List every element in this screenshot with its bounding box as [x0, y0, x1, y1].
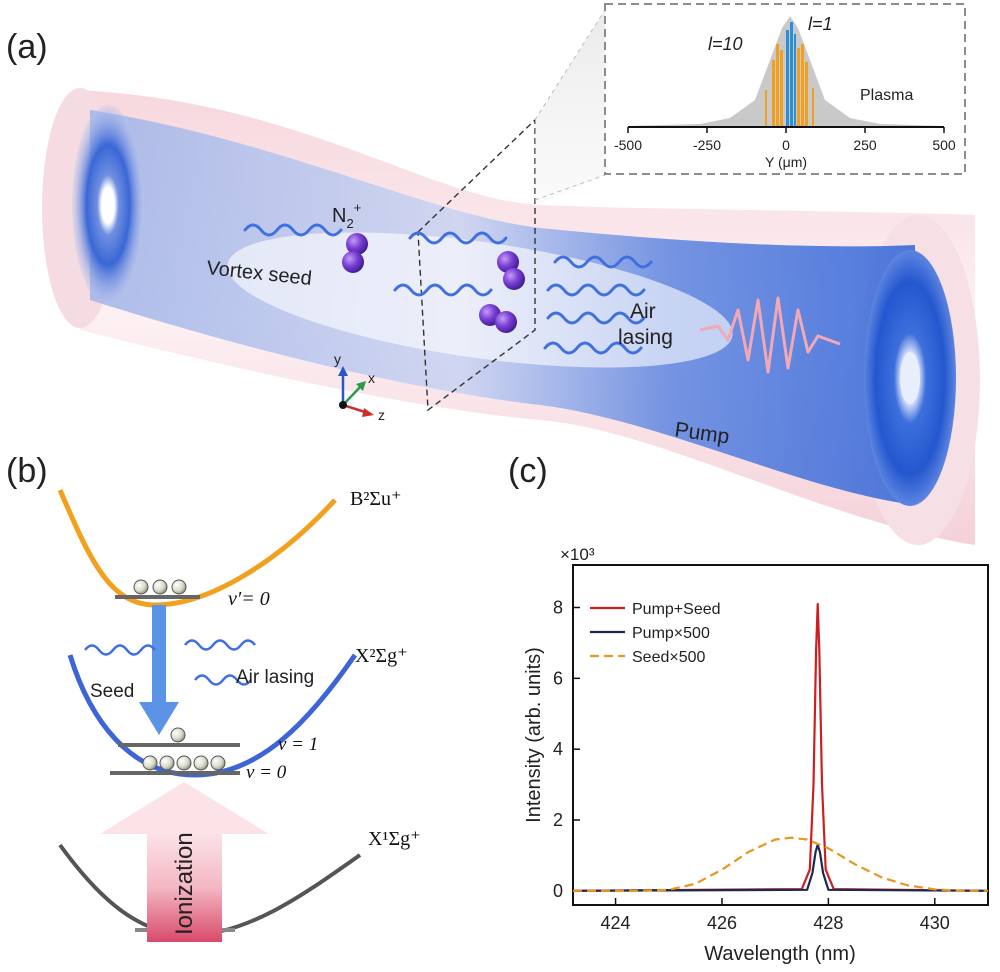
- x-ticks: 424 426 428 430: [601, 898, 950, 933]
- legend-label: Pump×500: [632, 625, 710, 642]
- B-state-label: B²Σu⁺: [350, 488, 402, 510]
- pump-pulse: [699, 296, 841, 374]
- y-tick-label: 6: [553, 668, 563, 688]
- cross-section-plane: [417, 118, 536, 412]
- x-axis-label: Wavelength (nm): [704, 943, 856, 965]
- inset-tick: -250: [693, 137, 721, 153]
- seed-wavepackets: [243, 223, 653, 355]
- donut-right-core: [900, 352, 920, 404]
- panel-a-label: (a): [6, 28, 48, 66]
- series-line-pump-500: [573, 843, 988, 892]
- v0-population: [142, 755, 226, 771]
- seed-label: Seed: [90, 681, 134, 702]
- panel-c-label: (c): [508, 452, 548, 490]
- plot-frame: [572, 564, 989, 906]
- coordinate-axes: y x z: [334, 351, 385, 423]
- population-ball: [171, 579, 187, 595]
- series-line-pump-seed: [573, 602, 988, 892]
- inset-l1-label: l=1: [808, 14, 833, 34]
- y-axis-label: Intensity (arb. units): [523, 647, 545, 823]
- X2-state-label: X²Σg⁺: [355, 645, 408, 667]
- series-line-seed-500: [573, 836, 988, 892]
- ionization-arrow: [100, 782, 269, 942]
- y-ticks: 0 2 4 6 8: [553, 598, 580, 901]
- inset-tick: 500: [932, 137, 956, 153]
- v0-label: v = 0: [246, 762, 287, 783]
- population-ball: [152, 579, 168, 595]
- x-tick-label: 424: [601, 913, 631, 933]
- l10-peaks: [765, 44, 814, 126]
- legend-label: Pump+Seed: [632, 601, 721, 618]
- air-lasing-label-2: lasing: [618, 326, 673, 349]
- legend-label: Seed×500: [632, 649, 706, 666]
- inset-tick: 0: [782, 137, 790, 153]
- inset-l10-label: l=10: [708, 34, 743, 54]
- panel-b-wavepackets: [84, 639, 256, 686]
- inset: -500 -250 0 250 500 Y (μm) l=10 l=1 Plas…: [535, 3, 966, 205]
- y-tick-label: 8: [553, 598, 563, 618]
- x-tick-label: 428: [813, 913, 843, 933]
- axis-y-label: y: [334, 351, 341, 367]
- donut-left: [72, 105, 144, 305]
- n2-plus-label: N2+: [332, 200, 361, 231]
- ionization-label: Ionization: [171, 832, 198, 935]
- X1-state-label: X¹Σg⁺: [368, 828, 421, 850]
- air-lasing-label-b: Air lasing: [236, 667, 314, 688]
- y-tick-label: 0: [553, 881, 563, 901]
- inset-tick: 250: [853, 137, 877, 153]
- y-tick-label: 4: [553, 739, 563, 759]
- series-group: [573, 602, 988, 892]
- l1-peak: [786, 22, 796, 126]
- panel-b: (b): [6, 452, 421, 942]
- panel-a: (a): [6, 3, 980, 545]
- v1-label: v = 1: [278, 734, 318, 755]
- x-tick-label: 430: [920, 913, 950, 933]
- inset-tick: -500: [614, 137, 642, 153]
- B-state-curve: [57, 489, 337, 608]
- population-ball: [170, 727, 186, 743]
- inset-plasma-label: Plasma: [860, 87, 913, 104]
- multiplier-label: ×10³: [560, 545, 595, 564]
- x-tick-label: 426: [707, 913, 737, 933]
- axis-z-label: z: [378, 407, 385, 423]
- air-lasing-label-1: Air: [630, 300, 656, 323]
- lasing-transition-arrow: [139, 605, 179, 735]
- n2-molecules: [342, 233, 525, 333]
- panel-b-label: (b): [6, 452, 48, 490]
- inset-xlabel: Y (μm): [765, 154, 807, 170]
- v-prime-label: v′= 0: [228, 588, 270, 610]
- axis-x-label: x: [368, 370, 375, 386]
- population-ball: [133, 579, 149, 595]
- y-tick-label: 2: [553, 810, 563, 830]
